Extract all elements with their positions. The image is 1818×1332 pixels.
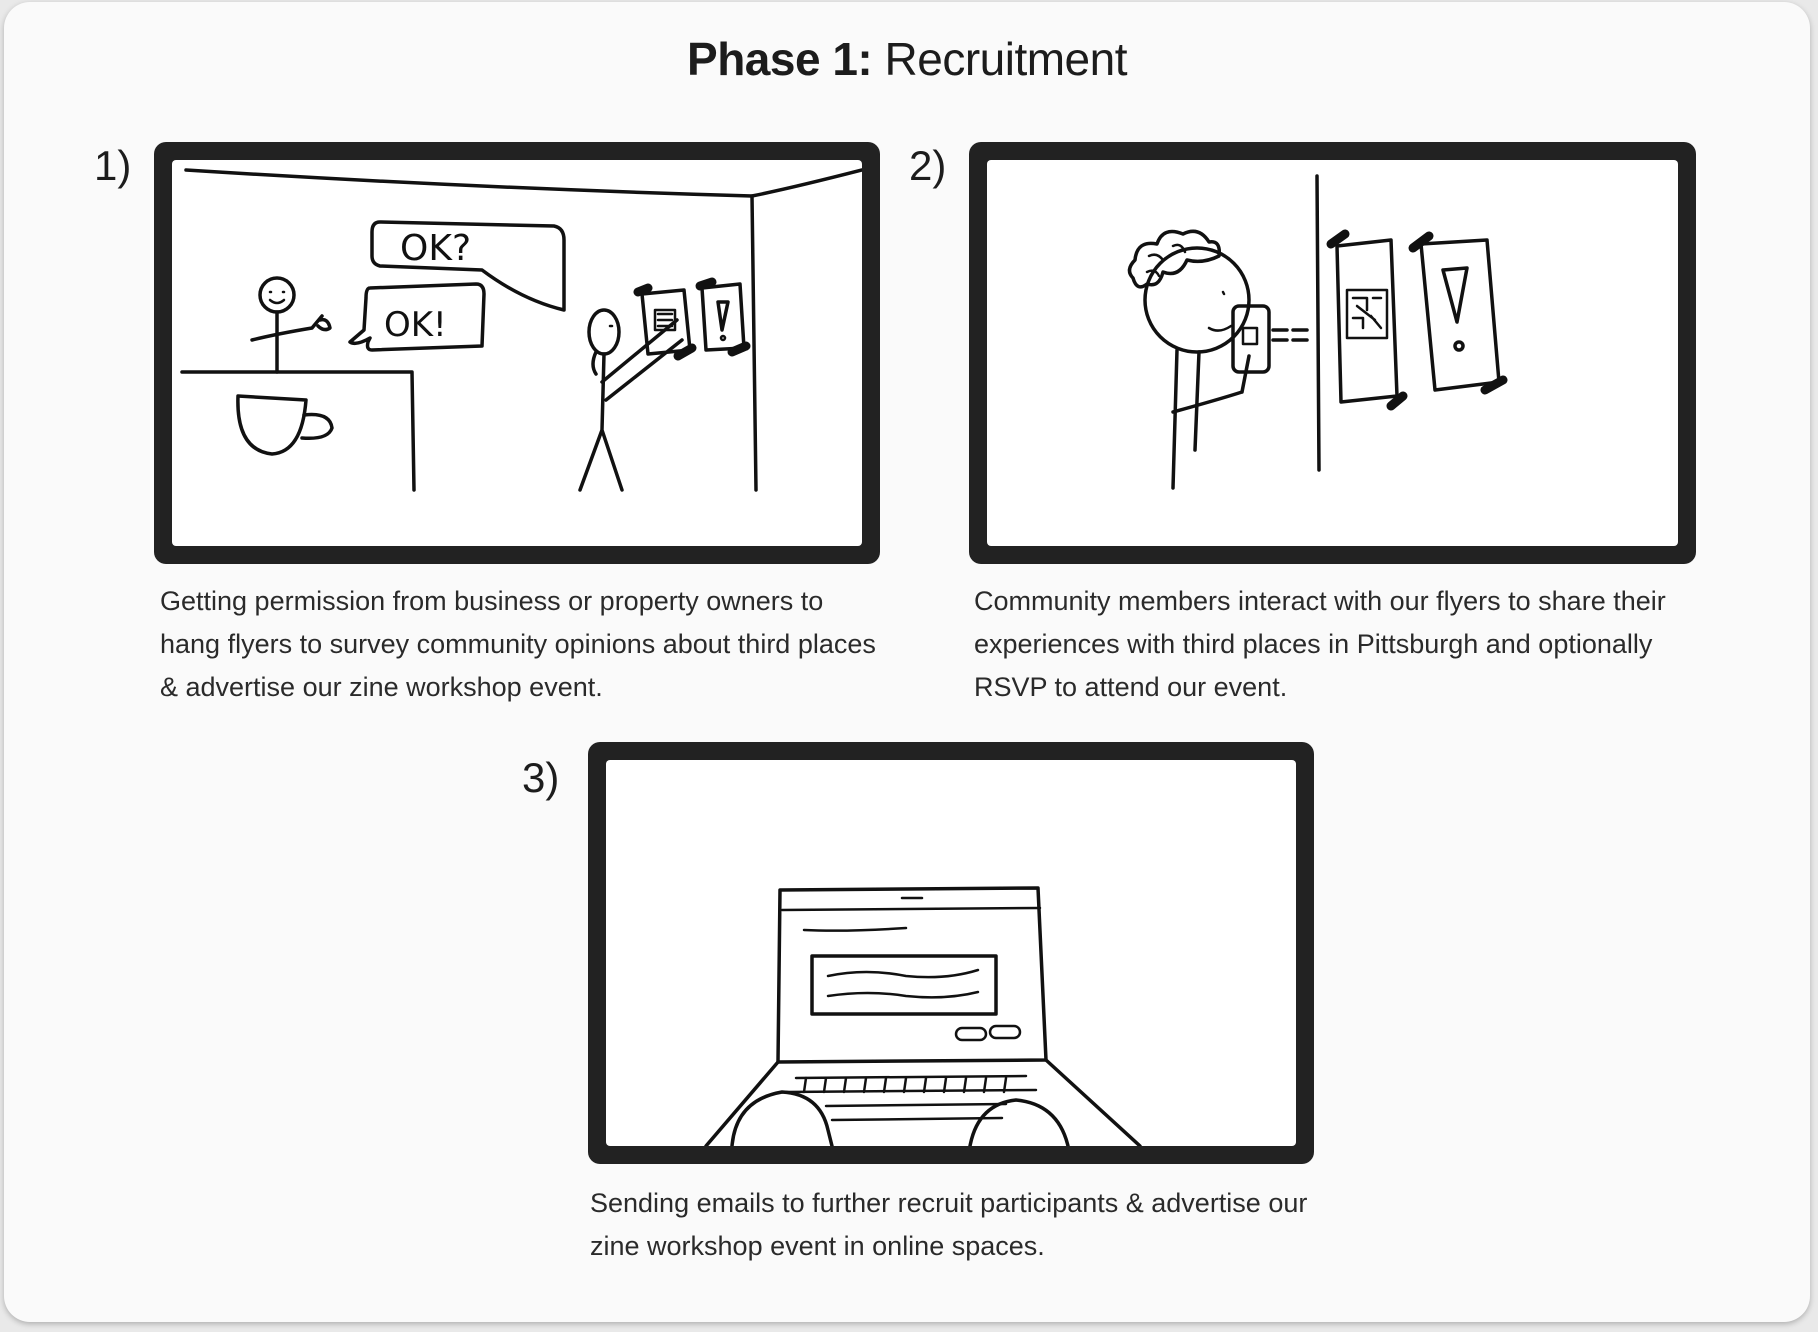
- panel-3-caption: Sending emails to further recruit partic…: [590, 1188, 1308, 1261]
- panel-1-drawing: OK? OK!: [180, 168, 862, 492]
- panel-2-frame: [969, 142, 1696, 564]
- panel-1-number: 1): [94, 142, 132, 189]
- storyboard-card: Phase 1: Recruitment 1) OK?: [4, 2, 1810, 1322]
- panel-1-frame: OK? OK!: [154, 142, 880, 564]
- panel-3-frame: [588, 742, 1314, 1164]
- page-title: Phase 1: Recruitment: [4, 32, 1810, 86]
- panel-3-drawing: [704, 886, 1142, 1146]
- panel-3-sketch: [606, 760, 1296, 1146]
- speech-ok-question: OK?: [400, 228, 471, 269]
- panel-1-sketch: OK? OK!: [172, 160, 862, 546]
- panel-3-number: 3): [522, 754, 560, 801]
- panel-1-caption: Getting permission from business or prop…: [160, 586, 876, 702]
- panel-2-drawing: [1127, 174, 1508, 490]
- panel-2-sketch: [987, 160, 1678, 546]
- panel-2-number: 2): [909, 142, 947, 189]
- title-main: Recruitment: [884, 33, 1128, 85]
- speech-ok-exclaim: OK!: [384, 305, 447, 345]
- title-prefix: Phase 1:: [687, 33, 873, 85]
- panel-2-caption: Community members interact with our flye…: [974, 586, 1666, 702]
